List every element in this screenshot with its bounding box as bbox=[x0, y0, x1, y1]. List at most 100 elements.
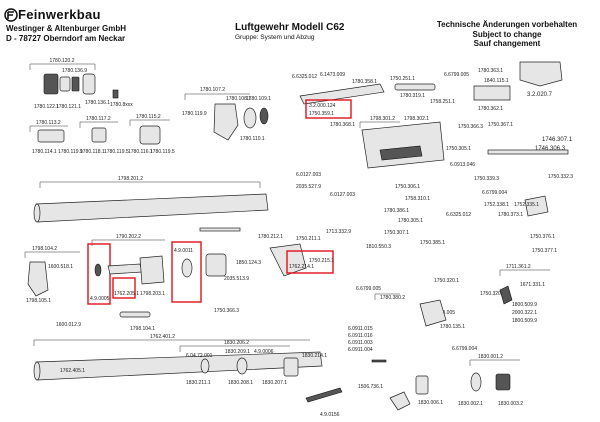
part-number: 1750.367.1 bbox=[488, 122, 513, 128]
group-label: 1798.104.2 bbox=[32, 246, 57, 252]
part-number: 6.0127.003 bbox=[330, 192, 355, 198]
part-number: 6.04.72.001 bbox=[186, 353, 213, 359]
part-number: 6.0911.003 bbox=[348, 340, 373, 346]
part-number: 6.6799.005 bbox=[356, 286, 381, 292]
part-number: 1800.509.9 bbox=[512, 318, 537, 324]
group-label: 1780.120.2 bbox=[49, 58, 74, 64]
part-shape bbox=[495, 373, 511, 391]
part-shape bbox=[299, 83, 385, 105]
part-shape bbox=[82, 73, 96, 95]
brand-logo bbox=[4, 8, 18, 27]
part-number: 1750.332.3 bbox=[548, 174, 573, 180]
receiver-housing bbox=[361, 121, 445, 169]
part-number: 1780.119.9 bbox=[58, 149, 83, 155]
part-number: 1780.121.1 bbox=[56, 104, 81, 110]
part-number: 1750.339.3 bbox=[474, 176, 499, 182]
group-label: 1780.115.2 bbox=[136, 114, 161, 120]
barrel bbox=[35, 193, 269, 223]
part-number: 1780.110.1 bbox=[240, 136, 265, 142]
group-1830-001-2: 1830.001.2 1830.002.1 1830.003.2 bbox=[458, 354, 523, 407]
part-number: 1780.136.9 bbox=[62, 68, 87, 74]
part-number-highlighted: 1750.215.1 bbox=[309, 258, 334, 264]
part-number: 1780.358.1 bbox=[352, 79, 377, 85]
part-number: 1780.114.1 bbox=[32, 149, 57, 155]
group-1780-107-2: 1780.107.2 1780.119.9 1780.108.1 1780.10… bbox=[182, 87, 271, 142]
part-shape bbox=[27, 261, 49, 297]
part-shape bbox=[487, 149, 569, 155]
brand-name: Feinwerkbau bbox=[18, 7, 101, 22]
brand-logo-icon bbox=[4, 8, 18, 22]
group-1798-201-2: 1798.201.2 bbox=[33, 176, 269, 232]
part-number: 1752.335.1 bbox=[514, 202, 539, 208]
part-number-highlighted: 3.2.000.124 bbox=[309, 103, 336, 109]
part-shape bbox=[499, 285, 513, 305]
part-number: 1780.373.1 bbox=[498, 212, 523, 218]
part-shape bbox=[112, 89, 119, 99]
part-number: 2035.527.9 bbox=[296, 184, 321, 190]
group-label: 1830.001.2 bbox=[478, 354, 503, 360]
part-number: 1746.306.3 bbox=[535, 146, 566, 152]
part-number-highlighted: 1762.214.1 bbox=[289, 264, 314, 270]
part-number: 1750.376.1 bbox=[530, 234, 555, 240]
part-number: 6.6325.012 bbox=[446, 212, 471, 218]
group-1798-301-2: 1798.301.2 1798.302.1 1750.366.3 1750.36… bbox=[359, 116, 573, 169]
part-number: 1750.320.1 bbox=[480, 291, 505, 297]
group-1830-206-2: 1830.206.2 6.04.72.001 1830.209.1 4.9.00… bbox=[179, 340, 327, 386]
part-number: 1746.307.1 bbox=[542, 137, 573, 143]
part-number: 1780.8xxx bbox=[110, 102, 133, 108]
part-shape bbox=[43, 73, 59, 95]
part-number: 1830.003.2 bbox=[498, 401, 523, 407]
part-shape bbox=[139, 125, 161, 145]
part-number: 4.9.0156 bbox=[320, 412, 340, 418]
part-number: 1752.338.1 bbox=[484, 202, 509, 208]
part-number: 6.6799.005 bbox=[444, 72, 469, 78]
part-number: 2000.322.1 bbox=[512, 310, 537, 316]
group-1780-115-2: 1780.115.2 1780.116.1 1780.119.5 bbox=[128, 114, 175, 155]
allen-key bbox=[371, 359, 387, 363]
part-number-highlighted: 1750.359.1 bbox=[309, 111, 334, 117]
part-shape bbox=[59, 76, 71, 92]
group-1762-401-2: 1762.401.2 1762.405.1 bbox=[33, 334, 323, 381]
part-number: 6.6799.004 bbox=[482, 190, 507, 196]
part-shape bbox=[473, 85, 511, 101]
group-label: 1780.107.2 bbox=[200, 87, 225, 93]
group-1798-104-2: 1798.104.2 1600.518.1 1798.105.1 1600.01… bbox=[24, 246, 81, 328]
screwdriver-icon bbox=[305, 387, 343, 403]
part-shape bbox=[107, 263, 143, 275]
lower-middle-parts: 1810.550.3 6.6799.005 1750.385.1 6.6325.… bbox=[348, 212, 557, 363]
highlight-box bbox=[305, 99, 352, 119]
group-label: 1798.302.1 bbox=[404, 116, 429, 122]
part-number: 1830.211.1 bbox=[186, 380, 211, 386]
part-number: 1780.109.1 bbox=[246, 96, 271, 102]
part-number: 1750.366.3 bbox=[214, 308, 239, 314]
part-shape bbox=[389, 391, 411, 411]
part-number: 6.0911.015 bbox=[348, 326, 373, 332]
part-number: 1713.332.9 bbox=[326, 229, 351, 235]
group-1780-113-2: 1780.113.2 1780.114.1 1780.119.9 bbox=[29, 120, 83, 155]
part-number: 1600.012.9 bbox=[56, 322, 81, 328]
page-subtitle: Gruppe: System und Abzug bbox=[235, 34, 315, 41]
highlight-box bbox=[286, 250, 334, 274]
part-shape bbox=[415, 375, 429, 395]
middle-parts: 6.0127.003 2035.527.9 6.0127.003 1750.30… bbox=[296, 172, 573, 236]
group-label: 1762.401.2 bbox=[150, 334, 175, 340]
part-shape bbox=[470, 372, 482, 392]
part-number: 1780.119.5 bbox=[150, 149, 175, 155]
part-number: 1798.104.1 bbox=[130, 326, 155, 332]
barrel-end bbox=[33, 203, 41, 223]
part-number: 1830.209.1 bbox=[225, 349, 250, 355]
group-label: 1830.206.2 bbox=[224, 340, 249, 346]
part-number: 1780.122.1 bbox=[34, 104, 59, 110]
notice-line-3: Sauf changement bbox=[473, 39, 541, 49]
part-number: 3.2.020.7 bbox=[527, 92, 553, 98]
bottom-parts: 1506.736.1 4.9.0156 1830.006.1 bbox=[305, 375, 443, 418]
part-shape bbox=[71, 76, 80, 92]
part-number: 1758.310.1 bbox=[405, 196, 430, 202]
part-number: 1780.386.1 bbox=[384, 208, 409, 214]
part-shape bbox=[419, 299, 447, 327]
part-shape bbox=[259, 107, 269, 125]
part-number: 1830.006.1 bbox=[418, 400, 443, 406]
part-number: 1750.211.1 bbox=[296, 236, 321, 242]
part-number: 1780.136.1 bbox=[85, 100, 110, 106]
part-shape bbox=[283, 357, 299, 377]
